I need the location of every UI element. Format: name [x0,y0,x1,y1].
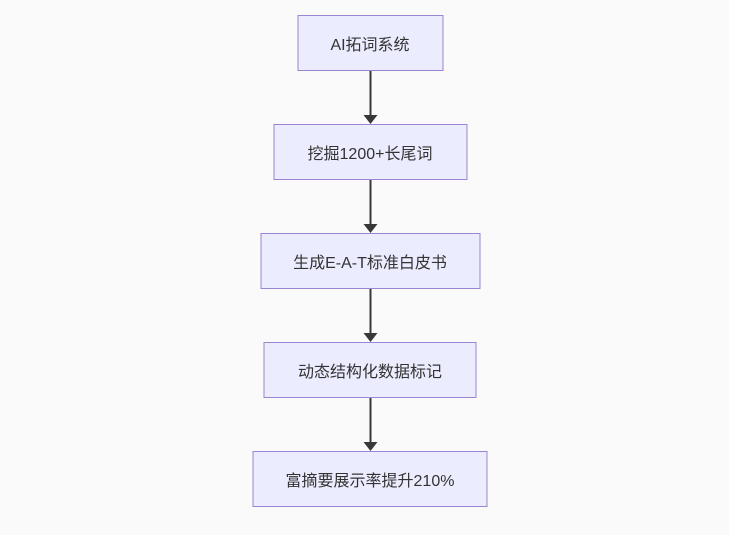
flow-node-rich-snippet-result: 富摘要展示率提升210% [252,451,488,507]
arrow-line [369,289,371,333]
flow-node-label: AI拓词系统 [330,37,410,54]
flow-node-label: 富摘要展示率提升210% [285,473,455,490]
arrowhead-icon [363,115,377,124]
flow-arrow-down-icon [363,398,377,451]
flow-node-structured-data-markup: 动态结构化数据标记 [263,342,477,398]
flow-node-label: 动态结构化数据标记 [297,364,442,381]
flow-node-ai-keyword-system: AI拓词系统 [297,15,443,71]
arrow-line [369,398,371,442]
flow-node-eat-whitepaper: 生成E-A-T标准白皮书 [260,233,480,289]
flow-node-label: 挖掘1200+长尾词 [307,146,433,163]
flow-node-label: 生成E-A-T标准白皮书 [293,255,447,272]
flow-arrow-down-icon [363,289,377,342]
arrowhead-icon [363,442,377,451]
flowchart: AI拓词系统 挖掘1200+长尾词 生成E-A-T标准白皮书 动态结构化数据标记 [252,15,488,507]
flow-arrow-down-icon [363,180,377,233]
flow-arrow-down-icon [363,71,377,124]
flow-node-longtail-mining: 挖掘1200+长尾词 [273,124,467,180]
arrow-line [369,71,371,115]
arrow-line [369,180,371,224]
arrowhead-icon [363,333,377,342]
arrowhead-icon [363,224,377,233]
